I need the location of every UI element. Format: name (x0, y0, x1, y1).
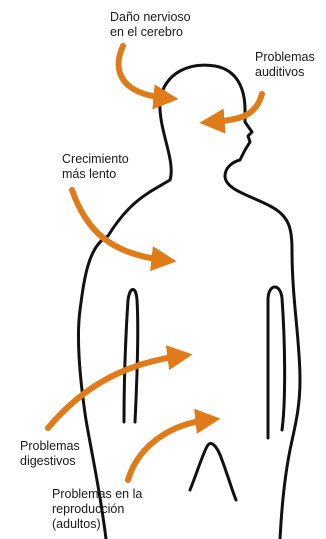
label-hearing-line2: auditivos (255, 65, 315, 80)
label-digestive-line2: digestivos (20, 454, 80, 469)
label-nerve-damage: Daño nervioso en el cerebro (110, 10, 191, 40)
crotch-line (190, 443, 236, 500)
label-growth-line2: más lento (62, 167, 129, 182)
label-hearing-line1: Problemas (255, 50, 315, 65)
label-nerve-damage-line1: Daño nervioso (110, 10, 191, 25)
body-outline (78, 65, 300, 539)
label-digestive-line1: Problemas (20, 439, 80, 454)
arrow-hearing (212, 94, 262, 122)
arrow-digestive (48, 356, 180, 428)
label-reproduction-line3: (adultos) (52, 517, 142, 532)
label-digestive: Problemas digestivos (20, 439, 80, 469)
label-hearing: Problemas auditivos (255, 50, 315, 80)
arrows (48, 46, 262, 480)
arrow-growth (72, 190, 164, 260)
left-arm-inner (124, 290, 138, 423)
label-nerve-damage-line2: en el cerebro (110, 25, 191, 40)
label-growth-line1: Crecimiento (62, 152, 129, 167)
arrow-nerve-damage (119, 46, 166, 98)
label-reproduction-line2: reproducción (52, 502, 142, 517)
label-reproduction-line1: Problemas en la (52, 487, 142, 502)
label-reproduction: Problemas en la reproducción (adultos) (52, 487, 142, 532)
label-growth: Crecimiento más lento (62, 152, 129, 182)
right-arm-inner (268, 287, 285, 438)
